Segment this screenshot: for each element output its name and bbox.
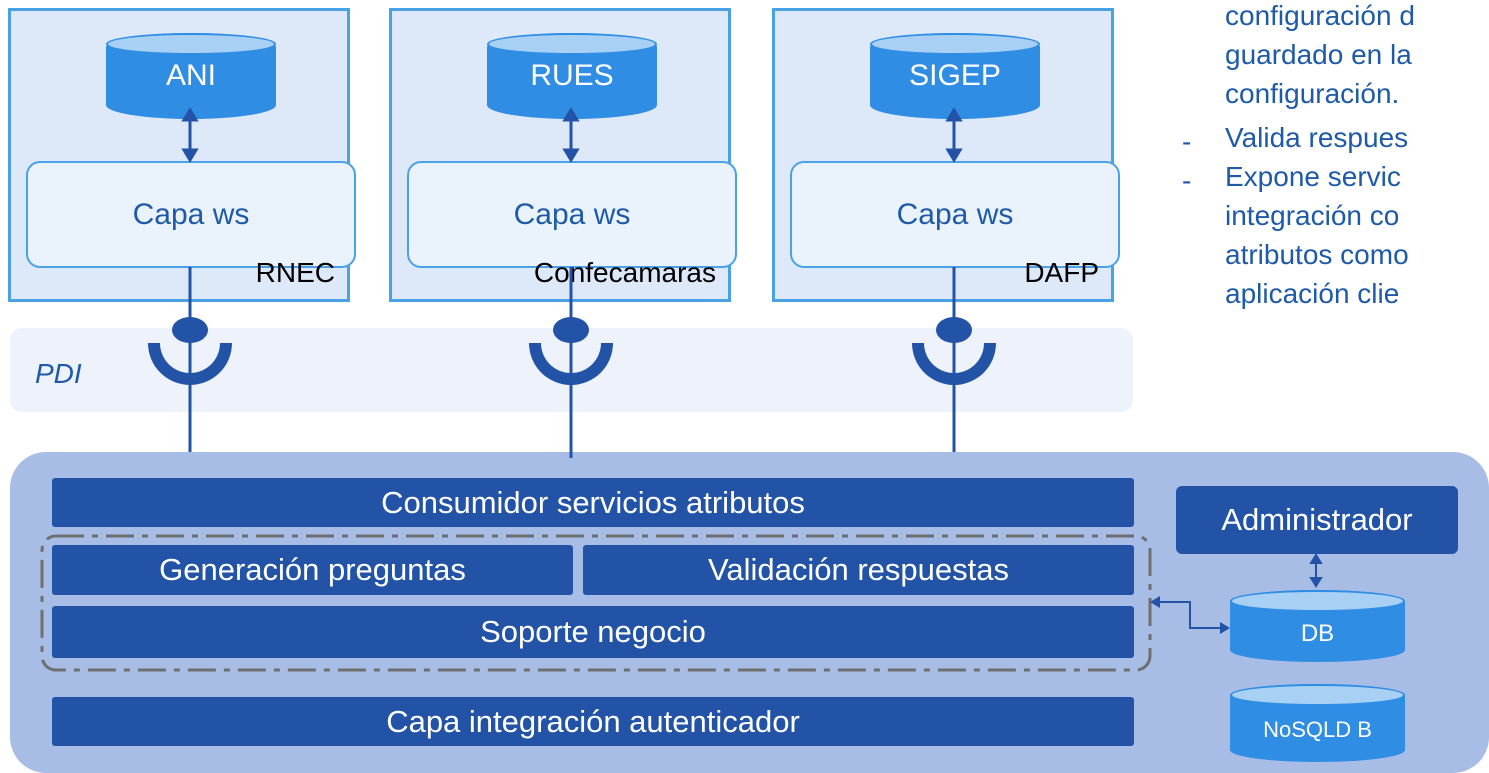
note-bullet-3-line-3: atributos como xyxy=(1225,239,1409,270)
note-dash-3: - xyxy=(1182,165,1192,196)
note-dash-2: - xyxy=(1182,126,1192,157)
note-bullet-3-line-1: Expone servic xyxy=(1225,161,1401,192)
note-line-1: configuración d xyxy=(1225,0,1415,31)
source-owner-rnec: RNEC xyxy=(255,257,335,288)
note-bullet-3-line-2: integración co xyxy=(1225,200,1400,231)
answer-validation-bar: Validación respuestas xyxy=(583,545,1134,595)
note-line-3: configuración. xyxy=(1225,78,1400,109)
authenticator-integration-bar: Capa integración autenticador xyxy=(52,697,1134,746)
source-system-dafp: SIGEP Capa ws DAFP xyxy=(772,8,1120,302)
source-system-rnec: ANI Capa ws RNEC xyxy=(8,8,356,302)
pdi-label: PDI xyxy=(35,358,82,389)
ani-database: ANI xyxy=(106,33,276,119)
question-generation-bar: Generación preguntas xyxy=(52,545,573,595)
sigep-database: SIGEP xyxy=(870,33,1040,119)
admin-db-arrow xyxy=(1309,553,1323,588)
capa-ws-dafp: Capa ws xyxy=(790,161,1120,268)
db-support-arrow xyxy=(1158,601,1222,629)
business-group-outline xyxy=(40,534,1152,672)
interface-sockets xyxy=(148,317,996,385)
consumer-services-bar: Consumidor servicios atributos xyxy=(52,478,1134,527)
rues-database: RUES xyxy=(487,33,657,119)
capa-ws-rnec: Capa ws xyxy=(26,161,356,268)
note-line-2: guardado en la xyxy=(1225,39,1412,70)
nosql-database: NoSQLD B xyxy=(1230,684,1405,762)
note-bullet-2: Valida respues xyxy=(1225,122,1409,153)
source-owner-dafp: DAFP xyxy=(1024,257,1099,288)
business-support-bar: Soporte negocio xyxy=(52,606,1134,658)
note-bullet-3-line-4: aplicación clie xyxy=(1225,278,1400,309)
source-owner-confecamaras: Confecamaras xyxy=(533,257,716,288)
db-arrows xyxy=(181,107,963,163)
admin-box: Administrador xyxy=(1176,486,1458,554)
source-system-confecamaras: RUES Capa ws Confecamaras xyxy=(389,8,737,302)
db-database: DB xyxy=(1230,590,1405,662)
